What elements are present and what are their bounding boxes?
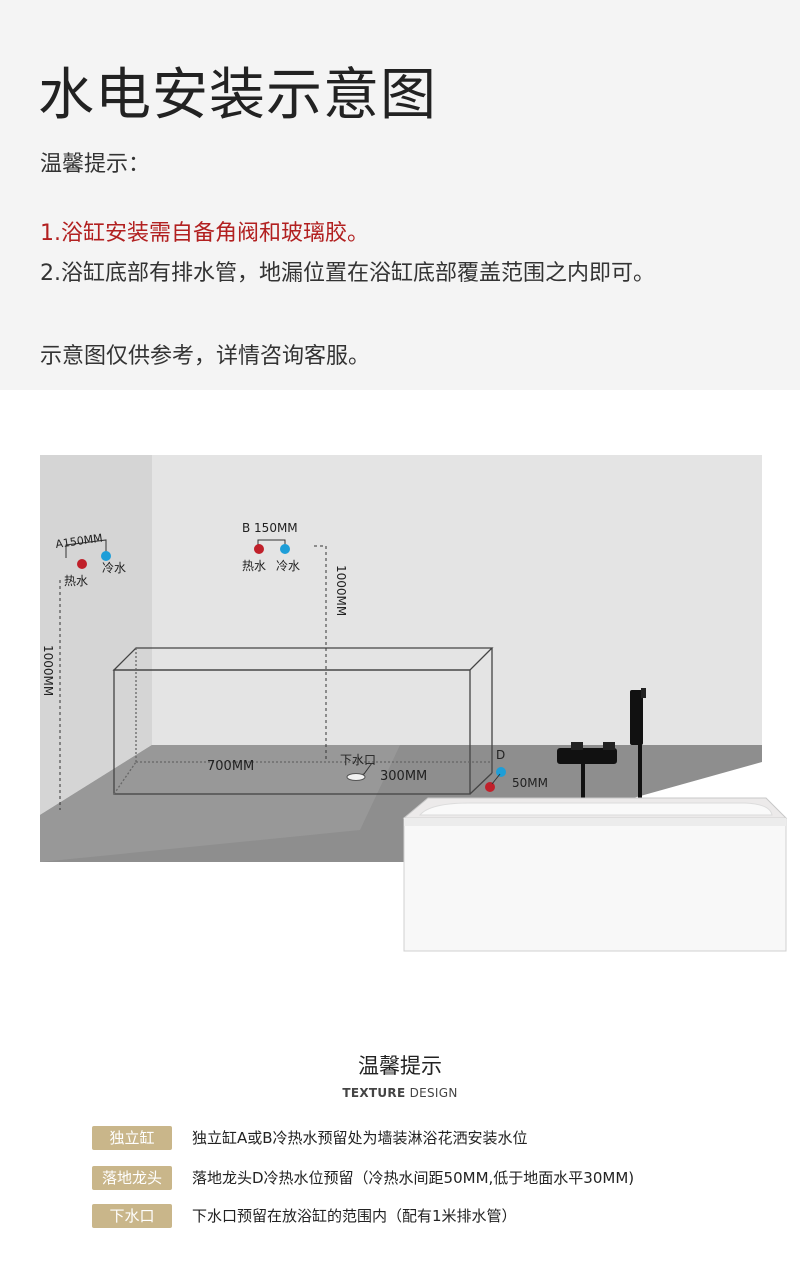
tips-panel-title: 温馨提示: [358, 1054, 442, 1078]
note-row: 独立缸 独立缸A或B冷热水预留处为墙装淋浴花洒安装水位: [92, 1124, 752, 1154]
drain-label: 下水口: [340, 753, 376, 767]
installation-diagram: A150MM 热水 冷水 1000MM B 150MM 热水 冷水 1000MM…: [40, 455, 788, 952]
page-title: 水电安装示意图: [38, 63, 437, 128]
tip-line-3: 示意图仅供参考，详情咨询客服。: [40, 344, 371, 369]
point-d-label: D: [496, 748, 505, 762]
drain-distance-label: 300MM: [380, 769, 427, 784]
note-row: 下水口 下水口预留在放浴缸的范围内（配有1米排水管）: [92, 1202, 752, 1232]
subtitle-regular: DESIGN: [405, 1086, 458, 1100]
hot-water-dot-a: [77, 559, 87, 569]
tip-line-2: 2.浴缸底部有排水管，地漏位置在浴缸底部覆盖范围之内即可。: [40, 261, 655, 286]
tips-panel-subtitle: TEXTURE DESIGN: [36, 1086, 764, 1100]
point-a-cold-label: 冷水: [102, 561, 126, 575]
note-tag: 独立缸: [92, 1126, 172, 1150]
note-tag: 下水口: [92, 1204, 172, 1228]
tub-outline: [112, 647, 494, 795]
note-text: 独立缸A或B冷热水预留处为墙装淋浴花洒安装水位: [192, 1129, 528, 1147]
length-label: 700MM: [207, 759, 254, 774]
subtitle-bold: TEXTURE: [342, 1086, 406, 1100]
cold-water-dot-a: [101, 551, 111, 561]
hot-water-dot-d: [485, 782, 495, 792]
point-b-height-label: 1000MM: [334, 565, 348, 616]
cold-water-dot-d: [496, 767, 506, 777]
point-d-spacing-label: 50MM: [512, 776, 548, 790]
point-b: B 150MM 热水 冷水 1000MM: [242, 521, 348, 760]
point-b-cold-label: 冷水: [276, 559, 300, 573]
hand-shower-icon: [630, 690, 643, 745]
point-b-label: B 150MM: [242, 521, 298, 535]
bathtub: [402, 797, 788, 952]
point-a: A150MM 热水 冷水 1000MM: [41, 531, 126, 810]
drain-icon: [346, 773, 366, 781]
note-tag: 落地龙头: [92, 1166, 172, 1190]
tip-line-1: 1.浴缸安装需自备角阀和玻璃胶。: [40, 221, 369, 246]
header-section: 水电安装示意图 温馨提示： 1.浴缸安装需自备角阀和玻璃胶。 2.浴缸底部有排水…: [0, 0, 800, 390]
point-a-height-label: 1000MM: [41, 645, 55, 696]
tips-panel: 温馨提示 TEXTURE DESIGN 独立缸 独立缸A或B冷热水预留处为墙装淋…: [36, 1030, 764, 1250]
point-a-hot-label: 热水: [64, 574, 88, 588]
tip-heading: 温馨提示：: [40, 152, 151, 177]
point-d: D 50MM: [485, 748, 548, 792]
note-text: 下水口预留在放浴缸的范围内（配有1米排水管）: [192, 1207, 517, 1225]
note-text: 落地龙头D冷热水位预留（冷热水间距50MM,低于地面水平30MM): [192, 1169, 635, 1187]
hot-water-dot-b: [254, 544, 264, 554]
note-row: 落地龙头 落地龙头D冷热水位预留（冷热水间距50MM,低于地面水平30MM): [92, 1164, 752, 1194]
point-b-hot-label: 热水: [242, 559, 266, 573]
cold-water-dot-b: [280, 544, 290, 554]
